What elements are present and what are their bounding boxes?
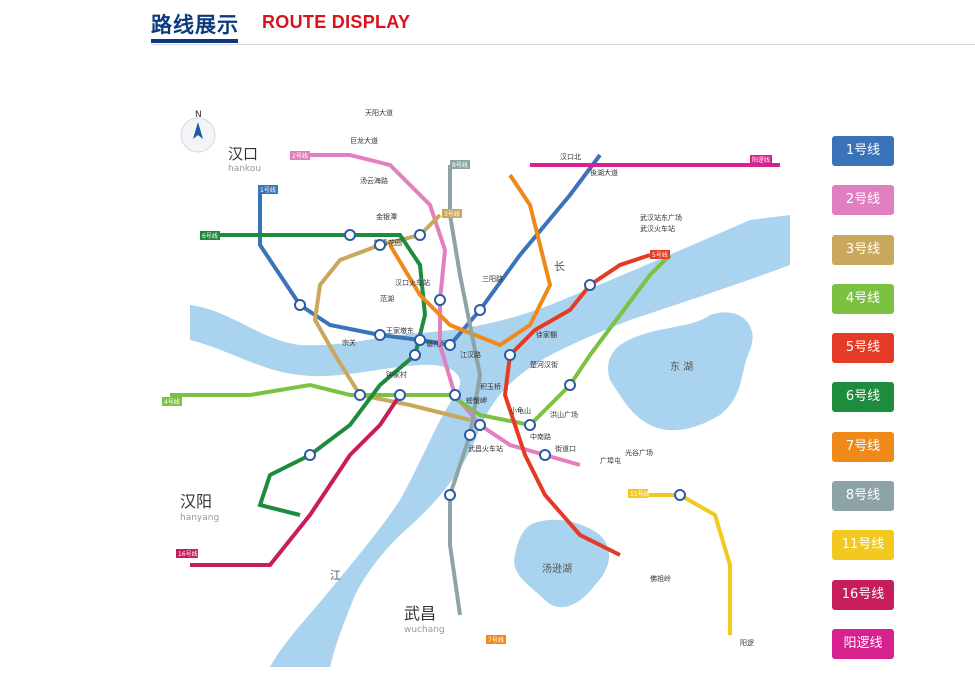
line-tags: 1号线 2号线 3号线 4号线 5号线 6号线 7号线 8号线 11号线 16号… [162,151,772,644]
legend-line-16[interactable]: 16号线 [832,579,894,610]
legend-line-6[interactable]: 6号线 [832,382,894,413]
legend-line-yangluo[interactable]: 阳逻线 [832,628,894,659]
line-tag: 4号线 [164,398,180,406]
district-label: wuchang [404,625,445,635]
district-label: 汉阳 [180,492,212,511]
line-legend: 1号线 2号线 3号线 4号线 5号线 6号线 7号线 8号线 11号线 16号… [832,136,894,678]
district-label: hanyang [180,513,219,523]
legend-line-2[interactable]: 2号线 [832,185,894,216]
line-tag: 2号线 [292,152,308,160]
compass-label: N [195,110,202,120]
header-divider [151,44,975,45]
line-tag: 16号线 [178,550,198,558]
station-label[interactable]: 天阳大道 [365,108,393,117]
line-4-path [170,253,672,428]
compass-icon: N [180,110,216,153]
line-7-path [388,173,553,348]
water-label: 长 [554,260,565,273]
title-underline [151,39,238,43]
page-subtitle: ROUTE DISPLAY [262,12,411,32]
line-tag: 8号线 [452,161,468,169]
district-label: hankou [228,164,261,174]
line-tag: 11号线 [630,490,650,498]
station-label[interactable]: 武昌火车站 [468,444,503,453]
legend-line-3[interactable]: 3号线 [832,234,894,265]
district-label: 武昌 [404,604,436,623]
tangxun-lake [514,519,610,608]
station-label[interactable]: 阳逻 [740,638,754,647]
page-title: 路线展示 [151,13,239,37]
station-label[interactable]: 光谷广场 [625,448,653,457]
line-5-path [502,253,651,557]
line-tag: 7号线 [488,636,504,644]
legend-line-1[interactable]: 1号线 [832,136,894,166]
line-tag: 5号线 [652,251,668,259]
station-label[interactable]: 中南路 [530,432,551,441]
station-label[interactable]: 常青花园 [374,238,402,247]
yangtze-river [190,215,790,667]
station-label[interactable]: 螃蟹岬 [466,396,487,405]
station-label[interactable]: 广埠屯 [600,456,621,465]
water-label: 东 湖 [670,360,693,373]
water-label: 江 [330,569,341,582]
station-labels: 天阳大道 巨龙大道 汤云海路 金银潭 常青花园 汉口火车站 范湖 王家墩东 循礼… [342,108,754,647]
district-label: 汉口 [228,145,258,163]
station-label[interactable]: 宗关 [342,338,356,347]
station-label[interactable]: 三阳路 [482,274,503,283]
station-label[interactable]: 武汉火车站 [640,224,675,233]
station-label[interactable]: 金银潭 [376,212,397,221]
legend-line-7[interactable]: 7号线 [832,431,894,462]
station-label[interactable]: 街道口 [555,444,576,453]
station-label[interactable]: 江汉路 [460,350,481,359]
legend-line-8[interactable]: 8号线 [832,481,894,512]
line-11-path [630,493,732,635]
line-3-path [312,213,471,422]
legend-line-4[interactable]: 4号线 [832,283,894,314]
legend-line-5[interactable]: 5号线 [832,333,894,364]
station-label[interactable]: 楚河汉街 [530,360,558,369]
water-label: 汤逊湖 [542,562,572,575]
line-tag: 6号线 [202,232,218,240]
station-label[interactable]: 循礼门 [426,339,447,348]
page-header: 路线展示 ROUTE DISPLAY [0,0,975,48]
station-label[interactable]: 王家墩东 [386,326,414,335]
transfer-markers [294,229,686,501]
station-label[interactable]: 佛祖岭 [650,574,671,583]
station-label[interactable]: 汤云海路 [360,176,388,185]
donghu-lake [608,312,753,431]
station-label[interactable]: 汉口火车站 [395,278,430,287]
station-label[interactable]: 积玉桥 [480,382,501,391]
line-2-path [300,153,581,467]
line-8-path [448,165,483,616]
station-label[interactable]: 徐家棚 [536,330,557,339]
line-tag: 阳逻线 [752,156,770,164]
line-tag: 3号线 [444,210,460,218]
metro-map[interactable]: N 汉口 hankou 汉阳 hanyang 武昌 wuchang 长 江 东 … [150,95,790,667]
station-label[interactable]: 洪山广场 [550,410,578,419]
metro-map-svg: N 汉口 hankou 汉阳 hanyang 武昌 wuchang 长 江 东 … [162,108,790,667]
legend-line-11[interactable]: 11号线 [832,530,894,561]
station-label[interactable]: 巨龙大道 [350,136,378,145]
line-tag: 1号线 [260,186,276,194]
station-label[interactable]: 小龟山 [510,406,531,415]
station-label[interactable]: 後湖大道 [590,168,618,177]
line-16-path [190,393,402,567]
station-label[interactable]: 钟家村 [386,370,407,379]
station-label[interactable]: 汉口北 [560,153,581,161]
station-label[interactable]: 范湖 [380,294,394,303]
station-label[interactable]: 武汉站东广场 [640,213,682,222]
